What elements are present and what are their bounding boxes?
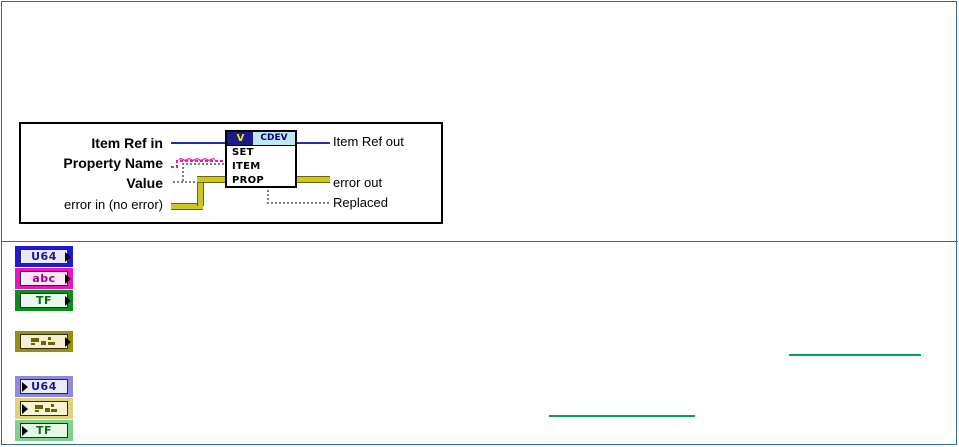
error-cluster-glyph-icon [31, 337, 55, 345]
terminal-arrow-right-icon [65, 336, 71, 347]
vi-node-row-set: SET [232, 147, 254, 158]
boolean-terminal-label: TF [20, 293, 68, 308]
input-label-item-ref-in: Item Ref in [91, 135, 163, 151]
link-underline-1[interactable] [789, 354, 921, 356]
string-terminal-icon[interactable]: abc [15, 268, 73, 289]
terminal-arrow-right-icon [65, 295, 71, 306]
error-cluster-glyph-icon [35, 404, 57, 412]
wire-error-in-upper [197, 176, 229, 183]
wire-error-out [297, 176, 330, 183]
wire-error-in-vertical [197, 176, 204, 206]
error-cluster-output-glyph-wrapper [20, 401, 68, 416]
error-cluster-terminal-icon[interactable] [15, 331, 73, 352]
terminal-arrow-left-icon [22, 381, 28, 392]
terminal-arrow-left-icon [22, 425, 28, 436]
wire-error-in-lower [171, 203, 203, 210]
wire-value-top-segment [182, 163, 229, 165]
u64-terminal-label: U64 [20, 249, 68, 264]
connector-pane-diagram: Item Ref in Property Name Value error in… [19, 122, 443, 224]
u64-output-terminal-label: U64 [20, 379, 68, 394]
vi-node-row-prop: PROP [232, 175, 265, 186]
vi-node-row-item: ITEM [232, 161, 261, 172]
terminal-arrow-left-icon [22, 403, 28, 414]
boolean-output-terminal-icon[interactable]: TF [15, 420, 73, 441]
u64-output-terminal-icon[interactable]: U64 [15, 376, 73, 397]
error-cluster-glyph-wrapper [20, 334, 68, 349]
output-terminal-group: U64 TF [15, 376, 73, 442]
output-label-error-out: error out [333, 175, 383, 190]
error-in-terminal-group [15, 331, 73, 353]
wire-replaced-horizontal [267, 202, 330, 204]
vi-node-header: V CDEV [227, 132, 295, 146]
output-labels-column: Item Ref out error out Replaced [221, 124, 445, 222]
string-terminal-label: abc [20, 271, 68, 286]
boolean-output-terminal-label: TF [20, 423, 68, 438]
input-label-value: Value [126, 175, 163, 191]
vi-logo-icon: V [227, 132, 253, 145]
connector-pane-section: Item Ref in Property Name Value error in… [2, 2, 958, 242]
vi-node-icon[interactable]: V CDEV SET ITEM PROP [225, 130, 297, 188]
output-label-replaced: Replaced [333, 195, 388, 210]
input-label-error-in: error in (no error) [64, 197, 163, 212]
wire-value-vertical [182, 163, 184, 183]
output-label-item-ref-out: Item Ref out [333, 134, 404, 149]
input-terminal-group: U64 abc TF [15, 246, 73, 312]
u64-terminal-icon[interactable]: U64 [15, 246, 73, 267]
error-cluster-output-terminal-icon[interactable] [15, 398, 73, 419]
wire-item-ref-in [171, 142, 227, 144]
input-label-property-name: Property Name [63, 155, 163, 171]
terminal-arrow-right-icon [65, 273, 71, 284]
vi-node-title: CDEV [253, 132, 295, 145]
wire-replaced-vertical [267, 186, 269, 204]
wire-item-ref-out [297, 142, 330, 144]
wire-property-name [171, 157, 229, 169]
boolean-terminal-icon[interactable]: TF [15, 290, 73, 311]
link-underline-2[interactable] [549, 415, 695, 417]
terminal-arrow-right-icon [65, 251, 71, 262]
